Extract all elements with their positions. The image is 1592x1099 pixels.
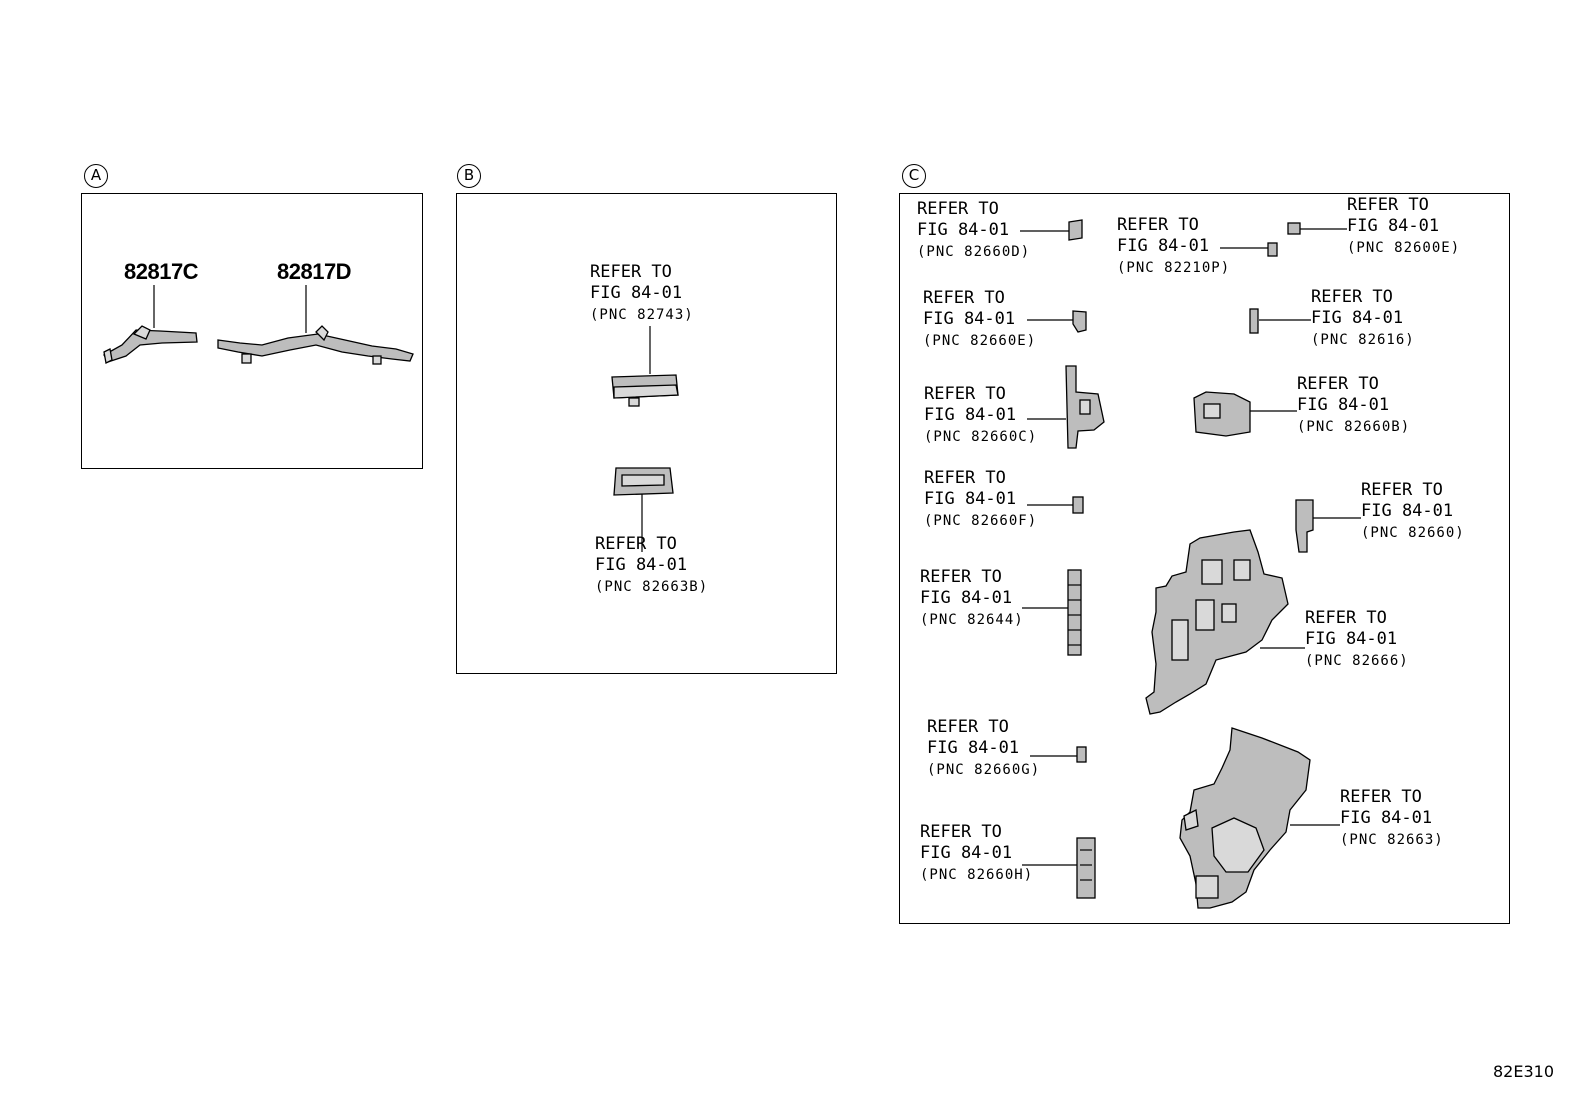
callout-pnc-82743: REFER TO FIG 84-01 (PNC 82743) [590,262,694,323]
panel-b-box [456,193,837,674]
panel-a-letter: A [84,164,108,188]
callout-pnc-82660h: REFER TO FIG 84-01 (PNC 82660H) [920,822,1034,883]
callout-pnc-82660d: REFER TO FIG 84-01 (PNC 82660D) [917,199,1031,260]
panel-a-box [81,193,423,469]
callout-pnc-82660g: REFER TO FIG 84-01 (PNC 82660G) [927,717,1041,778]
callout-pnc-82663b: REFER TO FIG 84-01 (PNC 82663B) [595,534,709,595]
part-number-82817d: 82817D [277,259,352,284]
figure-code: 82E310 [1493,1062,1555,1081]
panel-b-letter: B [457,164,481,188]
callout-pnc-82660b: REFER TO FIG 84-01 (PNC 82660B) [1297,374,1411,435]
callout-pnc-82663: REFER TO FIG 84-01 (PNC 82663) [1340,787,1444,848]
panel-c-letter: C [902,164,926,188]
callout-pnc-82660f: REFER TO FIG 84-01 (PNC 82660F) [924,468,1038,529]
callout-pnc-82600e: REFER TO FIG 84-01 (PNC 82600E) [1347,195,1461,256]
panel-c-box [899,193,1510,924]
callout-pnc-82666: REFER TO FIG 84-01 (PNC 82666) [1305,608,1409,669]
part-number-82817c: 82817C [124,259,199,284]
callout-pnc-82616: REFER TO FIG 84-01 (PNC 82616) [1311,287,1415,348]
callout-pnc-82210p: REFER TO FIG 84-01 (PNC 82210P) [1117,215,1231,276]
callout-pnc-82660e: REFER TO FIG 84-01 (PNC 82660E) [923,288,1037,349]
callout-pnc-82660: REFER TO FIG 84-01 (PNC 82660) [1361,480,1465,541]
callout-pnc-82644: REFER TO FIG 84-01 (PNC 82644) [920,567,1024,628]
callout-pnc-82660c: REFER TO FIG 84-01 (PNC 82660C) [924,384,1038,445]
